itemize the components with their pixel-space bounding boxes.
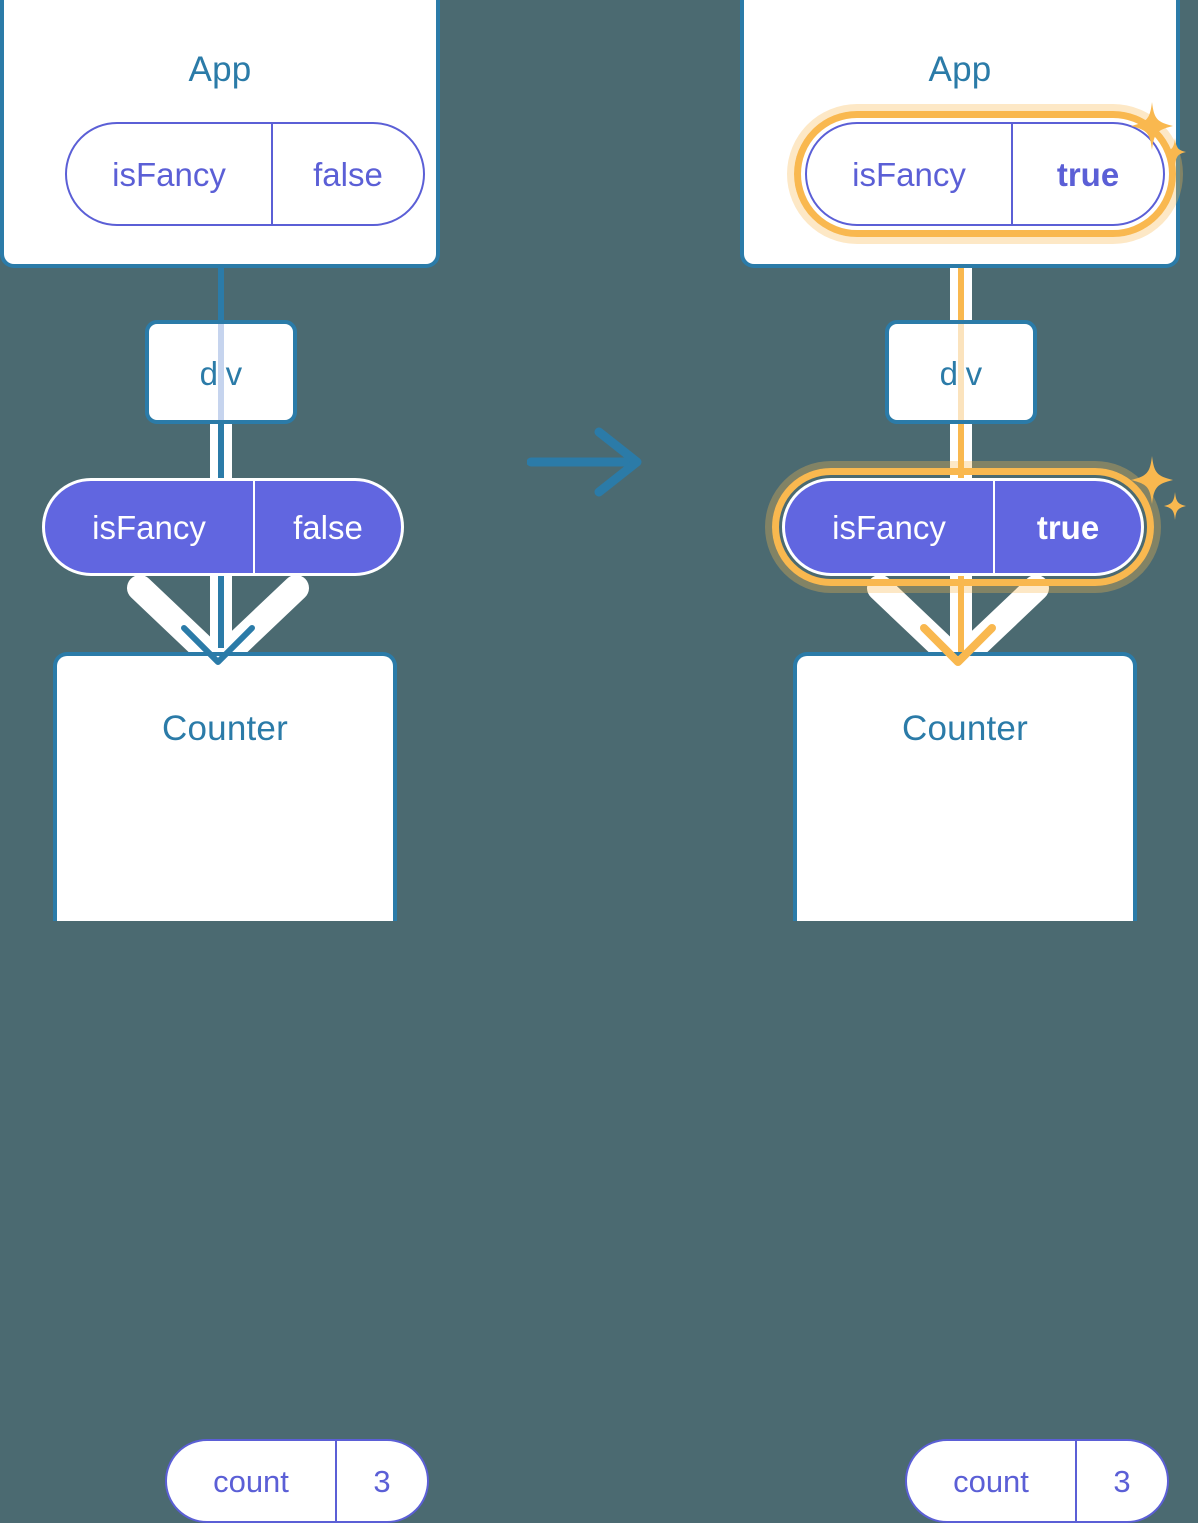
panel-before: App isFancy false div isFancy false Coun… <box>0 0 440 1523</box>
state-pill-value: 3 <box>1075 1441 1167 1521</box>
box-app-title: App <box>928 50 992 89</box>
box-counter[interactable]: Counter count 3 <box>793 652 1169 1523</box>
prop-pill-value: true <box>993 481 1141 573</box>
state-pill-value: 3 <box>335 1441 427 1521</box>
state-pill-key: isFancy <box>112 155 226 193</box>
wire-inside-div <box>958 324 964 420</box>
panel-after: App isFancy true div isFancy true Counte… <box>722 0 1180 1523</box>
box-counter-title: Counter <box>902 709 1028 748</box>
state-pill-isfancy-app[interactable]: isFancy false <box>65 122 425 226</box>
wire-inside-div <box>218 324 224 420</box>
state-pill-value: true <box>1011 124 1163 224</box>
prop-pill-key: isFancy <box>832 508 946 546</box>
box-app-title: App <box>188 50 252 89</box>
wire-app-to-div <box>218 266 224 322</box>
prop-pill-isfancy[interactable]: isFancy false <box>42 478 404 576</box>
box-app[interactable]: App isFancy false <box>0 0 440 268</box>
state-pill-count[interactable]: count 3 <box>905 1439 1169 1523</box>
wire-app-to-div <box>958 238 964 324</box>
box-counter-title: Counter <box>162 709 288 748</box>
state-pill-key: isFancy <box>852 155 966 193</box>
box-app[interactable]: App isFancy true <box>740 0 1180 268</box>
state-pill-key: count <box>953 1463 1029 1499</box>
state-pill-count[interactable]: count 3 <box>165 1439 429 1523</box>
box-counter[interactable]: Counter count 3 <box>53 652 429 1523</box>
prop-pill-isfancy[interactable]: isFancy true <box>782 478 1144 576</box>
transition-arrow-icon <box>527 427 642 497</box>
state-pill-value: false <box>271 124 423 224</box>
prop-pill-key: isFancy <box>92 508 206 546</box>
state-pill-key: count <box>213 1463 289 1499</box>
state-pill-isfancy-app[interactable]: isFancy true <box>805 122 1165 226</box>
prop-pill-value: false <box>253 481 401 573</box>
